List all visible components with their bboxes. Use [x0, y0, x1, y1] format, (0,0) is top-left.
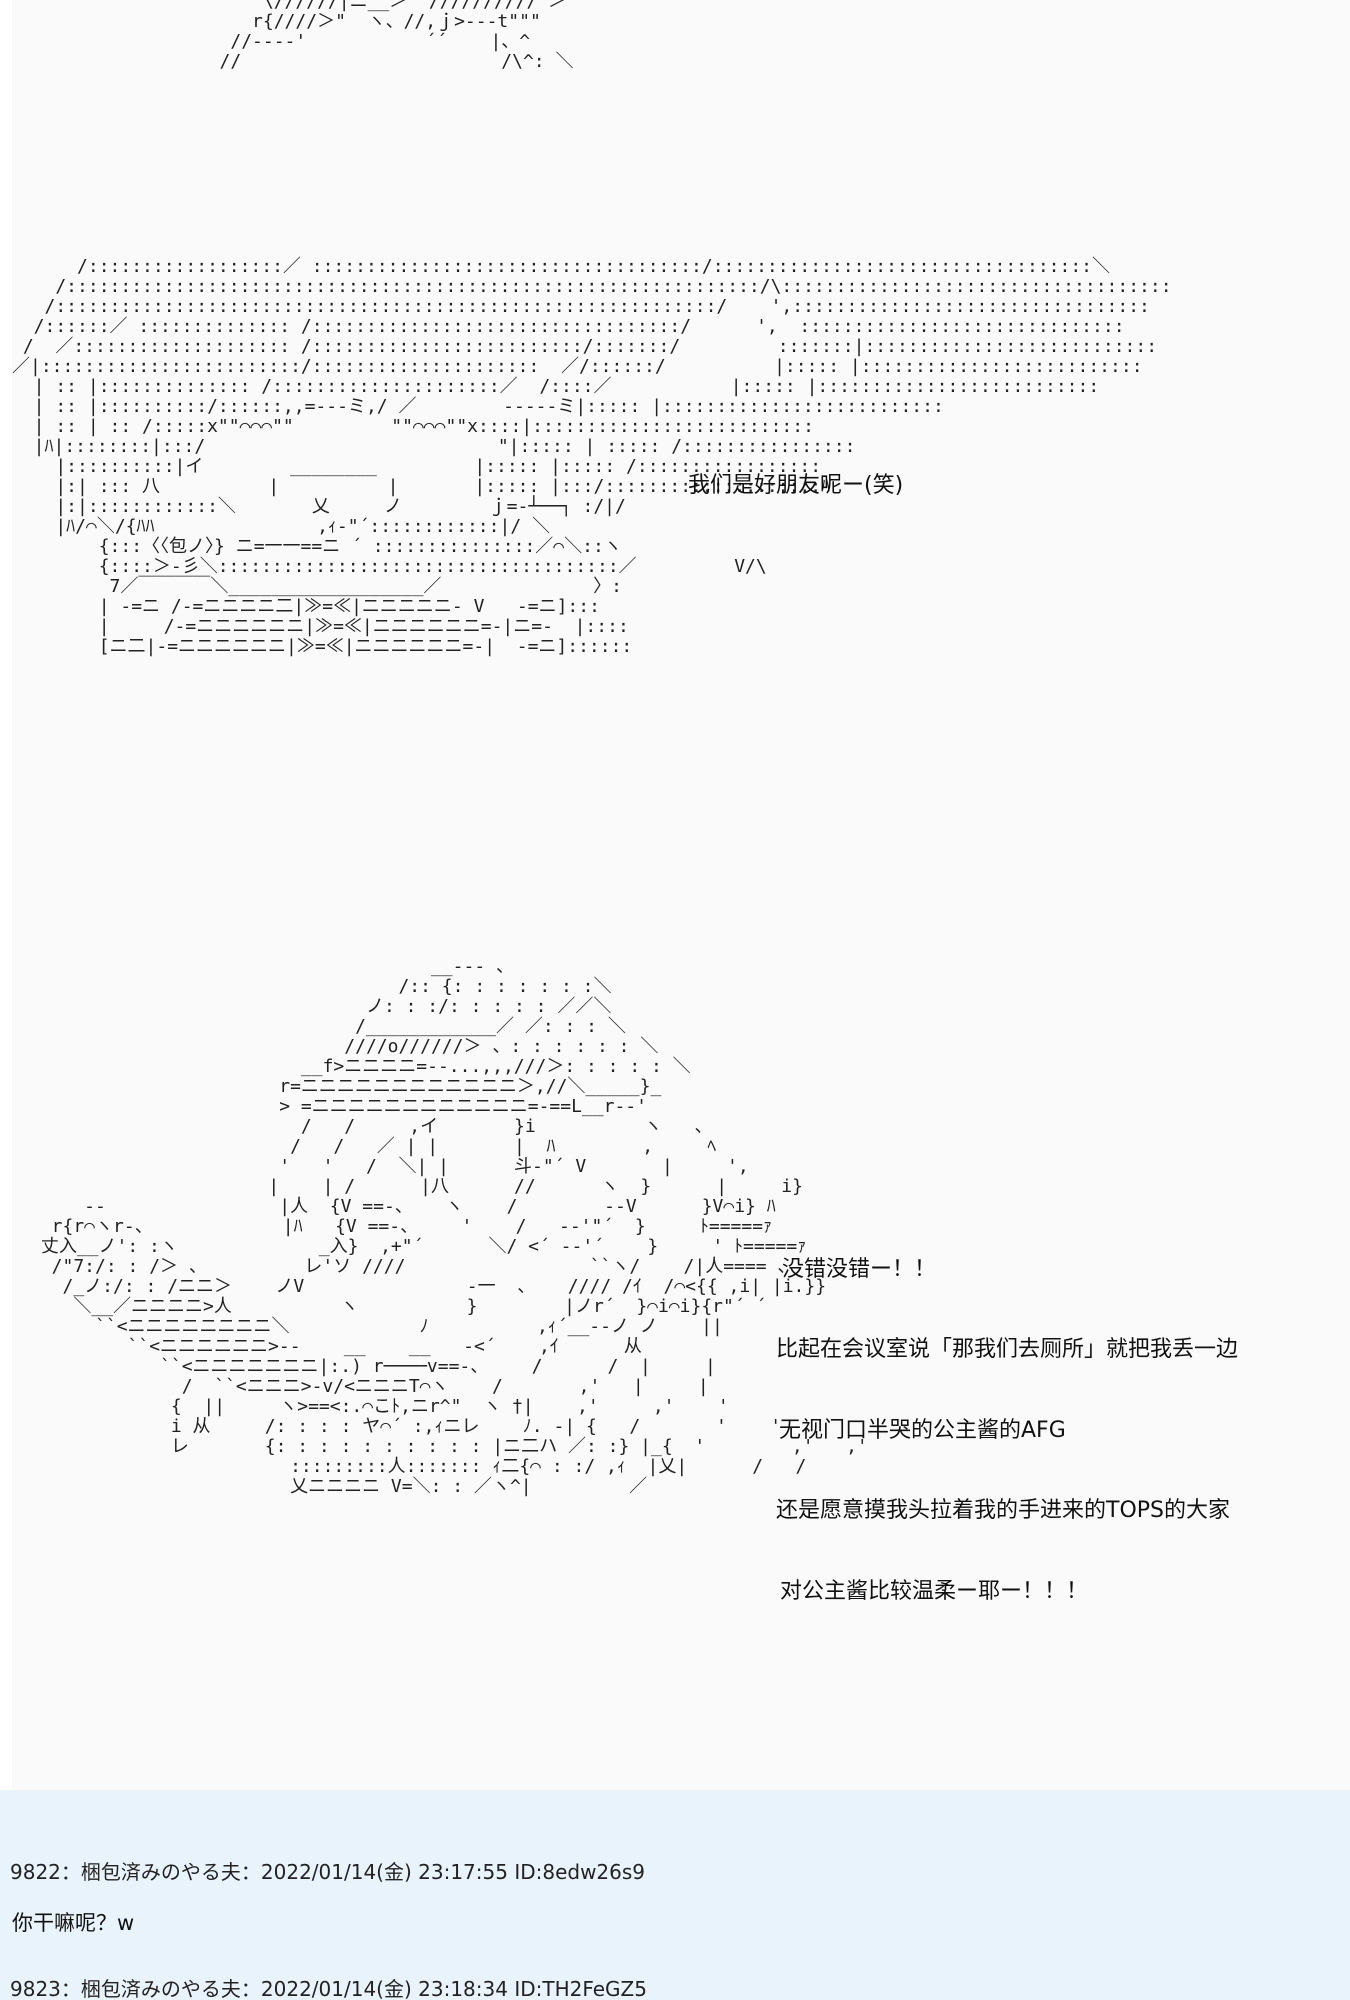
dialogue-line-thats-right: 没错没错ー！！ — [782, 1257, 937, 1282]
ascii-art-girl-with-hat: /::::::::::::::::::／ :::::::::::::::::::… — [12, 256, 1172, 657]
manga-content-area: \//////|ニ__＞ ////////// ＞ r{////＞" ヽ、//,… — [12, 0, 1350, 1790]
dialogue-line-good-friends: 我们是好朋友呢ー(笑) — [688, 473, 904, 498]
ascii-art-top-fragment: \//////|ニ__＞ ////////// ＞ r{////＞" ヽ、//,… — [219, 0, 574, 72]
dialogue-line-kinder: 对公主酱比较温柔ー耶ー！！！ — [780, 1579, 1089, 1604]
post-header-9822: 9822：梱包済みのやる夫：2022/01/14(金) 23:17:55 ID:… — [10, 1860, 646, 1884]
post-header-9823: 9823：梱包済みのやる夫：2022/01/14(金) 23:18:34 ID:… — [10, 1977, 647, 2000]
comment-thread: 9822：梱包済みのやる夫：2022/01/14(金) 23:17:55 ID:… — [0, 1790, 1350, 2000]
dialogue-line-afg: 无视门口半哭的公主酱的AFG — [779, 1418, 1066, 1443]
post-body-9822: 你干嘛呢？w — [12, 1911, 135, 1935]
ascii-art-princess: __--- 、 /:: {: : : : : : :＼ ノ: : :/: : :… — [40, 956, 868, 1497]
dialogue-line-meeting-room: 比起在会议室说「那我们去厕所」就把我丢一边 — [776, 1337, 1239, 1362]
dialogue-line-tops: 还是愿意摸我头拉着我的手进来的TOPS的大家 — [776, 1498, 1230, 1523]
